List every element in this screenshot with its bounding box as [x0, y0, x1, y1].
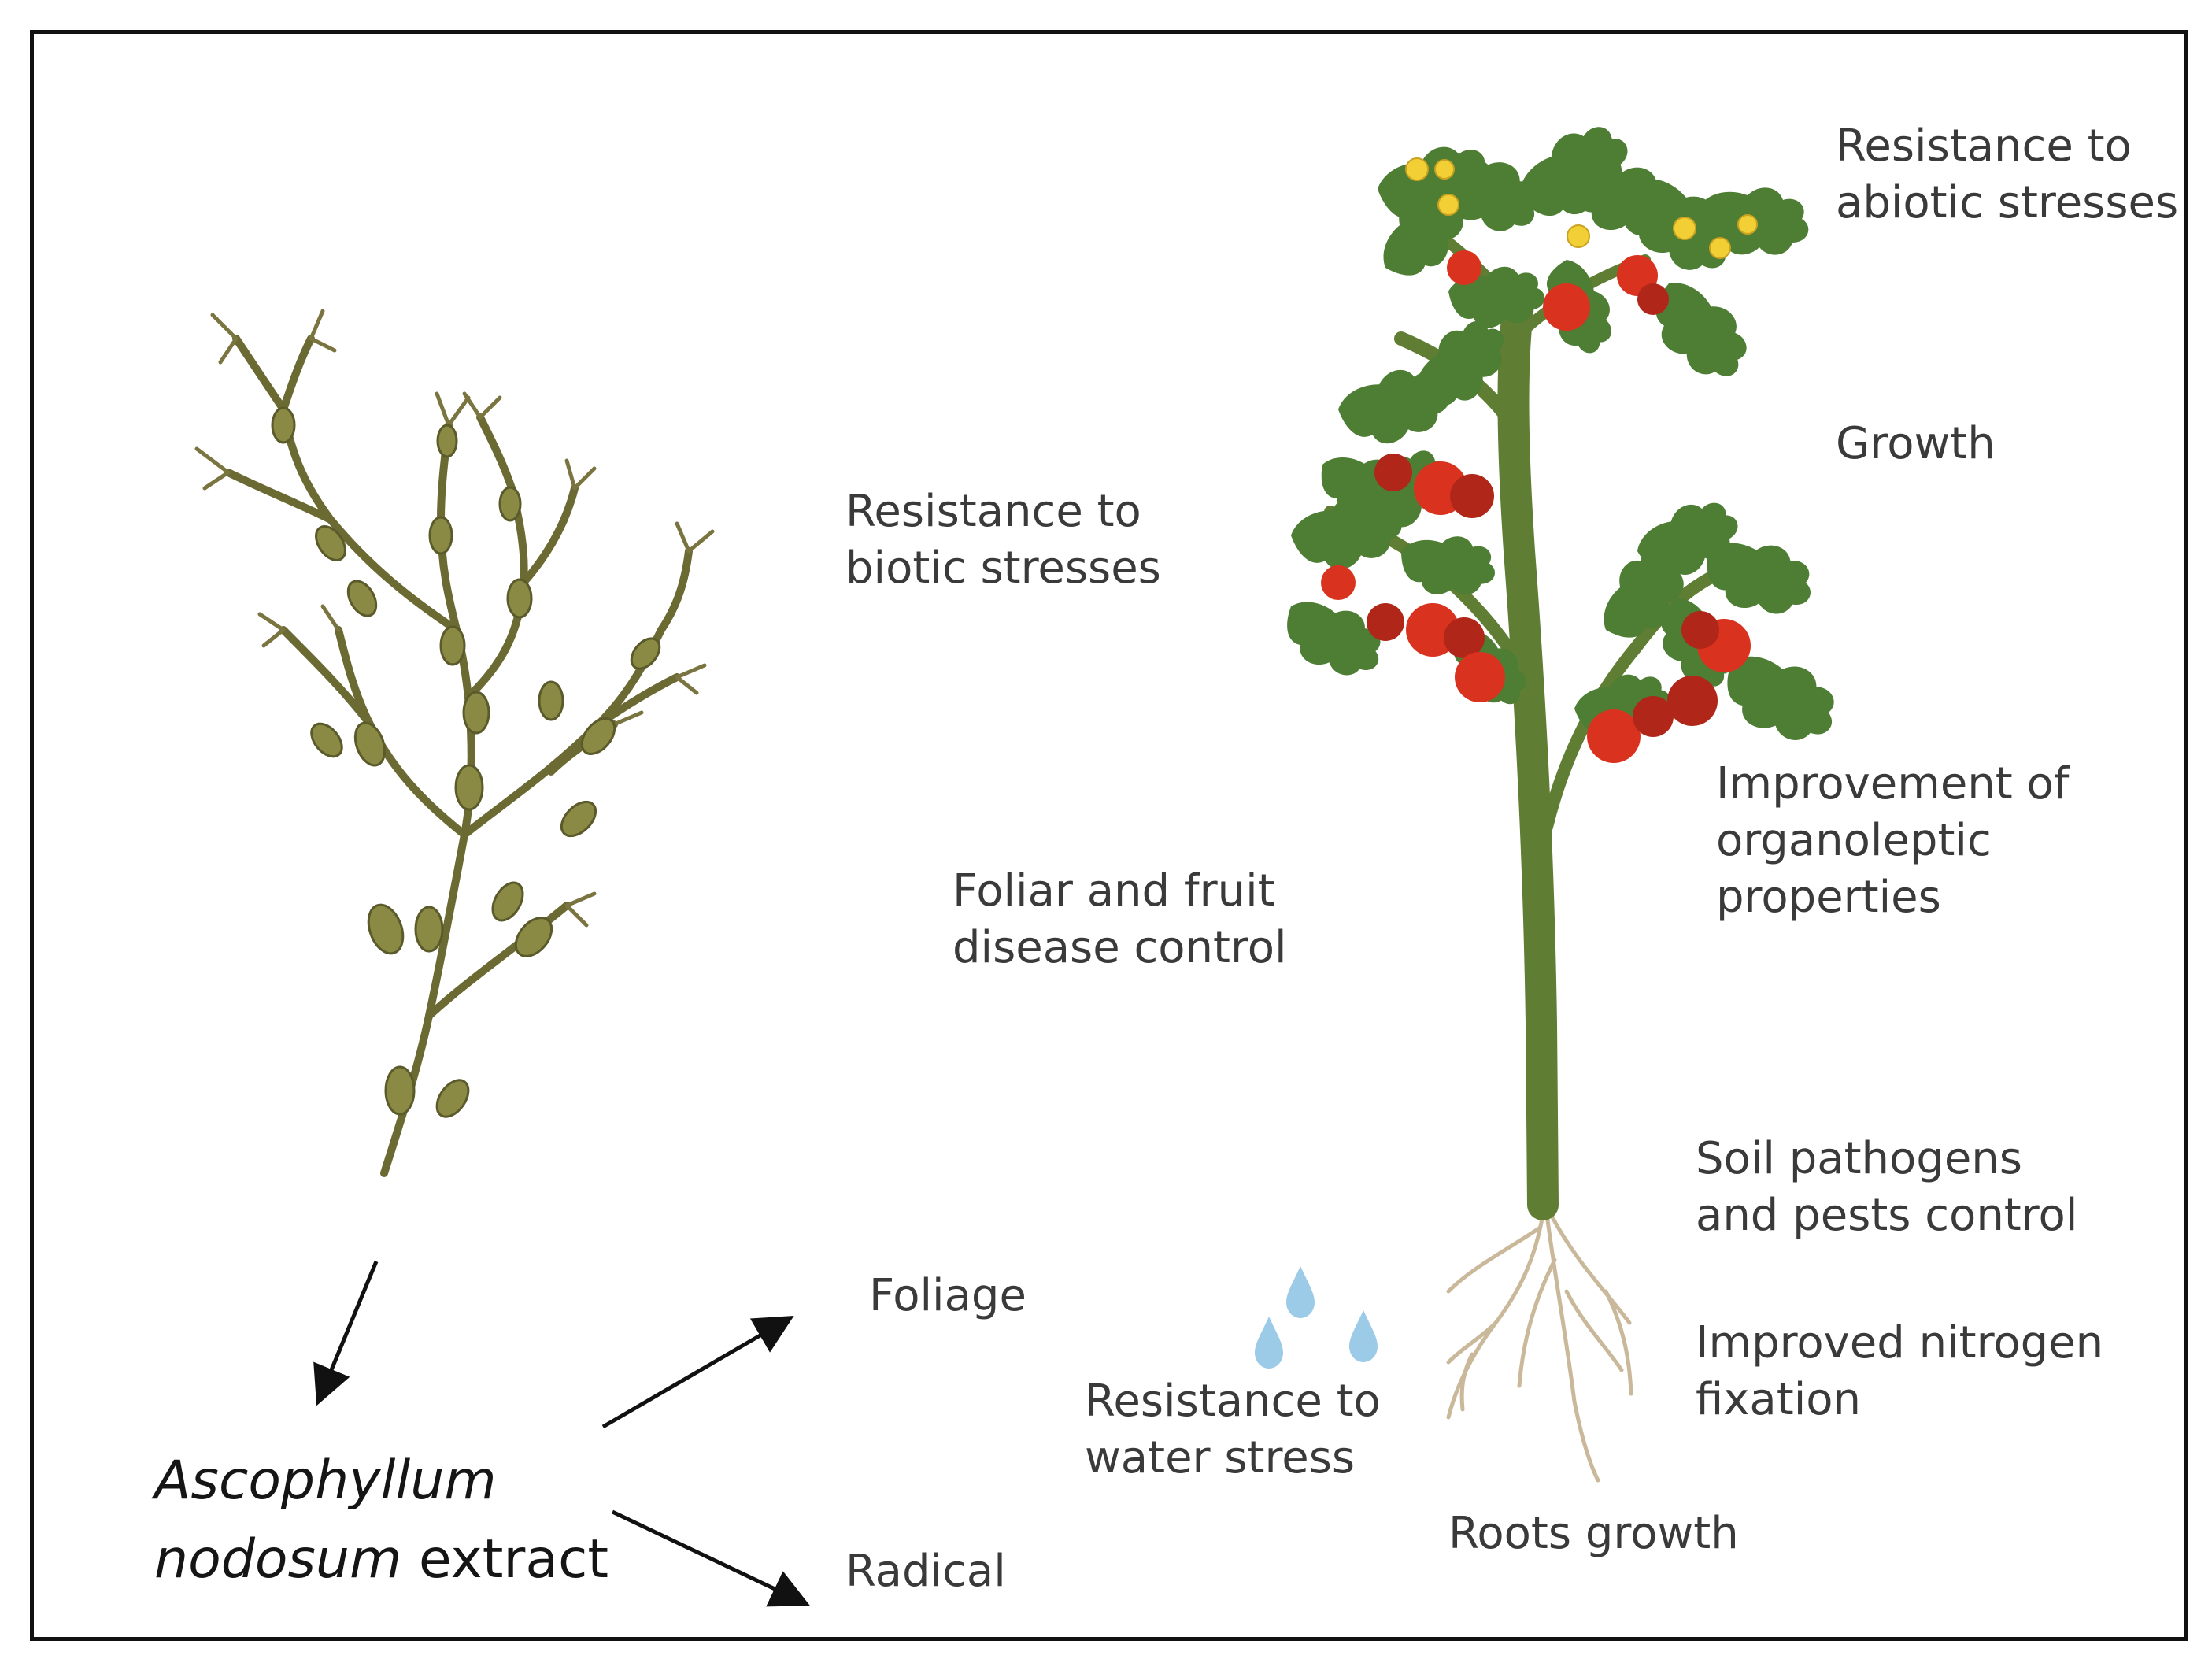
- diagram-frame: [30, 30, 2188, 1641]
- route-radical-label: Radical: [845, 1546, 1006, 1597]
- leaves: [1274, 109, 1847, 751]
- water-drop-icon: [1255, 1317, 1283, 1369]
- roots: [1446, 1212, 1633, 1483]
- effect-growth: Growth: [1836, 418, 1996, 469]
- extract-title-line2: nodosum extract: [154, 1524, 608, 1595]
- seaweed-stems: [224, 335, 693, 1177]
- seaweed-twigs: [194, 309, 715, 928]
- flow-arrows: [313, 1261, 811, 1607]
- arrow-seaweed-to-extract: [313, 1261, 379, 1406]
- species-epithet: nodosum: [154, 1528, 402, 1591]
- seaweed-bladders: [271, 406, 661, 1118]
- water-drop-icon: [1286, 1266, 1315, 1318]
- effect-roots-growth: Roots growth: [1448, 1508, 1739, 1559]
- extract-title-line1: Ascophyllum: [154, 1446, 497, 1517]
- flowers: [1405, 157, 1758, 259]
- extract-word: extract: [418, 1528, 609, 1591]
- tomatoes: [1321, 250, 1751, 763]
- arrow-to-foliage: [601, 1315, 794, 1429]
- genus-name: Ascophyllum: [154, 1450, 497, 1512]
- seaweed-illustration: [194, 309, 715, 1177]
- water-drops: [1255, 1266, 1378, 1369]
- tomato-plant-illustration: [1274, 109, 1847, 1483]
- route-foliage-label: Foliage: [869, 1270, 1026, 1321]
- arrow-to-radical: [611, 1509, 811, 1607]
- water-drop-icon: [1349, 1310, 1378, 1362]
